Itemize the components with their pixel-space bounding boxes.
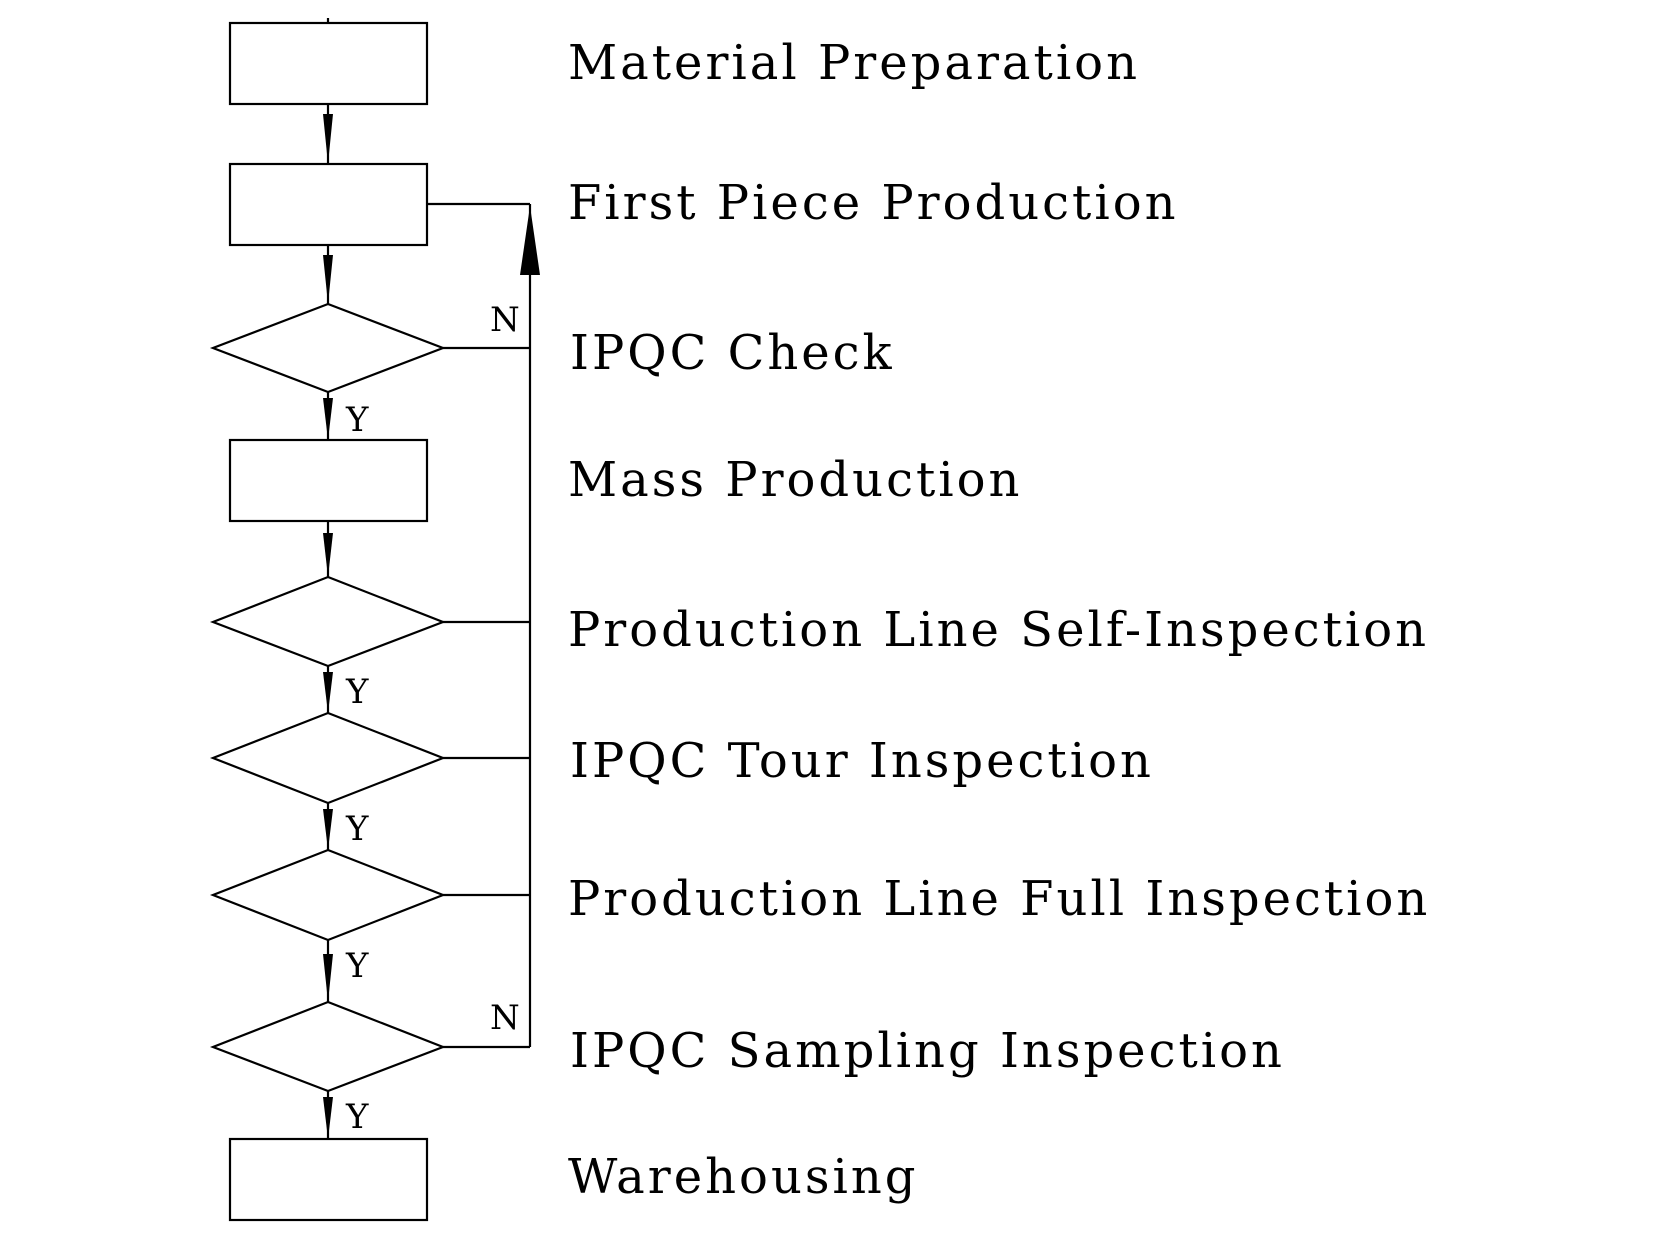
- ipqc-check-diamond: [209, 302, 447, 394]
- ipqc-check-yes-label: Y: [345, 400, 369, 440]
- production-line-self-inspection-diamond: [209, 575, 447, 668]
- arrowhead-4: [323, 533, 333, 577]
- step-label-production-line-self-inspection: Production Line Self-Inspection: [568, 602, 1429, 658]
- mass-production-box: [228, 438, 429, 523]
- step-label-mass-production: Mass Production: [568, 452, 1022, 508]
- arrowhead-2: [323, 255, 333, 304]
- production-line-full-inspection-diamond: [209, 848, 447, 942]
- arrowhead-1: [323, 114, 333, 164]
- self-inspection-yes-label: Y: [345, 672, 369, 712]
- arrowhead-7: [323, 954, 333, 1002]
- feedback-arrowhead: [520, 206, 540, 275]
- first-piece-production-box: [228, 162, 429, 247]
- arrowhead-5: [323, 672, 333, 713]
- step-label-material-preparation: Material Preparation: [568, 35, 1140, 91]
- sampling-inspection-yes-label: Y: [345, 1097, 369, 1137]
- step-label-first-piece-production: First Piece Production: [568, 175, 1179, 231]
- step-label-warehousing: Warehousing: [568, 1149, 918, 1205]
- warehousing-box: [228, 1137, 429, 1222]
- material-preparation-box: [228, 21, 429, 106]
- step-label-production-line-full-inspection: Production Line Full Inspection: [568, 871, 1430, 927]
- ipqc-tour-inspection-diamond: [209, 711, 447, 805]
- sampling-inspection-no-label: N: [490, 998, 520, 1038]
- ipqc-check-no-label: N: [490, 300, 520, 340]
- tour-inspection-yes-label: Y: [345, 809, 369, 849]
- full-inspection-yes-label: Y: [345, 946, 369, 986]
- arrowhead-6: [323, 809, 333, 850]
- arrowhead-3: [323, 398, 333, 440]
- ipqc-sampling-inspection-diamond: [209, 1000, 447, 1093]
- step-label-ipqc-check: IPQC Check: [570, 325, 895, 381]
- arrowhead-8: [323, 1097, 333, 1139]
- step-label-ipqc-tour-inspection: IPQC Tour Inspection: [570, 733, 1154, 789]
- step-label-ipqc-sampling-inspection: IPQC Sampling Inspection: [570, 1023, 1285, 1079]
